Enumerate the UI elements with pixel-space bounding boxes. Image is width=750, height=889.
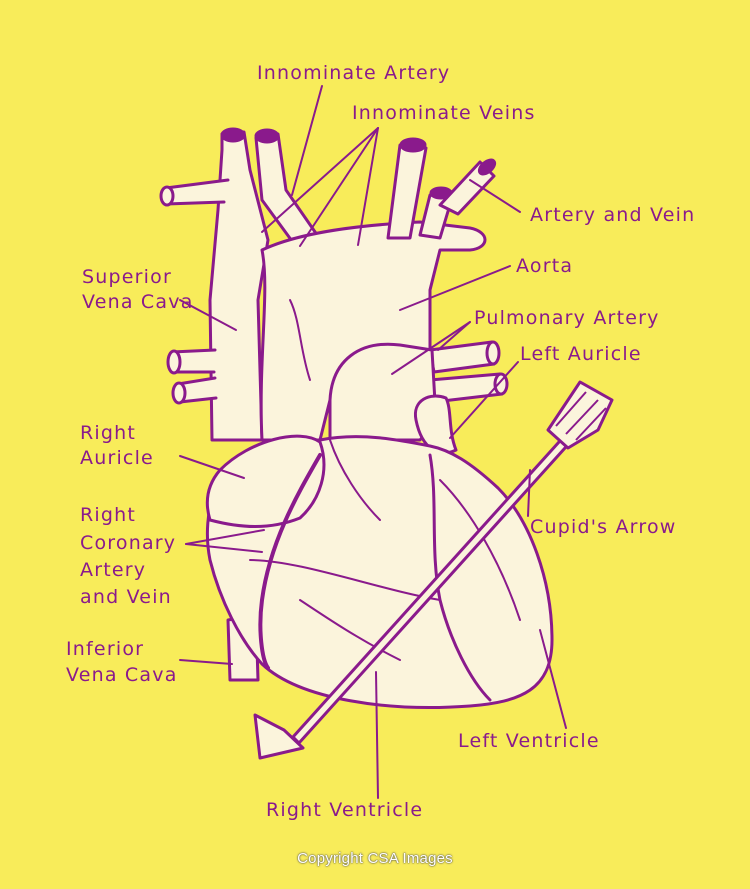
arrowhead	[253, 713, 305, 760]
left-top-vessel	[164, 178, 230, 206]
label-right-coronary-line1: Right	[80, 504, 137, 526]
label-pulmonary-artery: Pulmonary Artery	[474, 307, 660, 329]
label-artery-and-vein: Artery and Vein	[530, 204, 696, 226]
label-superior-vena-cava-line1: Superior	[82, 266, 172, 288]
label-right-coronary-line2: Coronary	[80, 532, 177, 554]
label-innominate-veins: Innominate Veins	[352, 102, 536, 124]
label-right-auricle-line1: Right	[80, 422, 137, 444]
label-right-coronary-line3: Artery	[80, 559, 147, 581]
label-right-coronary-line4: and Vein	[80, 586, 172, 608]
label-left-auricle: Left Auricle	[520, 343, 642, 365]
label-left-ventricle: Left Ventricle	[458, 730, 600, 752]
label-right-ventricle: Right Ventricle	[266, 799, 424, 821]
label-superior-vena-cava-line2: Vena Cava	[82, 291, 194, 313]
aortic-arch-shape	[259, 220, 487, 442]
label-inferior-vena-cava-line1: Inferior	[66, 638, 145, 660]
label-right-auricle-line2: Auricle	[80, 447, 154, 469]
label-cupids-arrow: Cupid's Arrow	[530, 516, 677, 538]
leader-lines	[179, 85, 567, 799]
cupids-arrow-shape	[253, 380, 614, 760]
label-aorta: Aorta	[516, 255, 574, 277]
pulmonary-branch-upper	[428, 340, 496, 374]
copyright-text: Copyright CSA Images	[297, 850, 453, 867]
aorta-branch-3	[438, 160, 496, 216]
heart-illustration	[159, 127, 554, 709]
label-innominate-artery: Innominate Artery	[257, 62, 451, 84]
label-inferior-vena-cava-line2: Vena Cava	[66, 664, 178, 686]
arrow-feathers	[546, 380, 614, 450]
